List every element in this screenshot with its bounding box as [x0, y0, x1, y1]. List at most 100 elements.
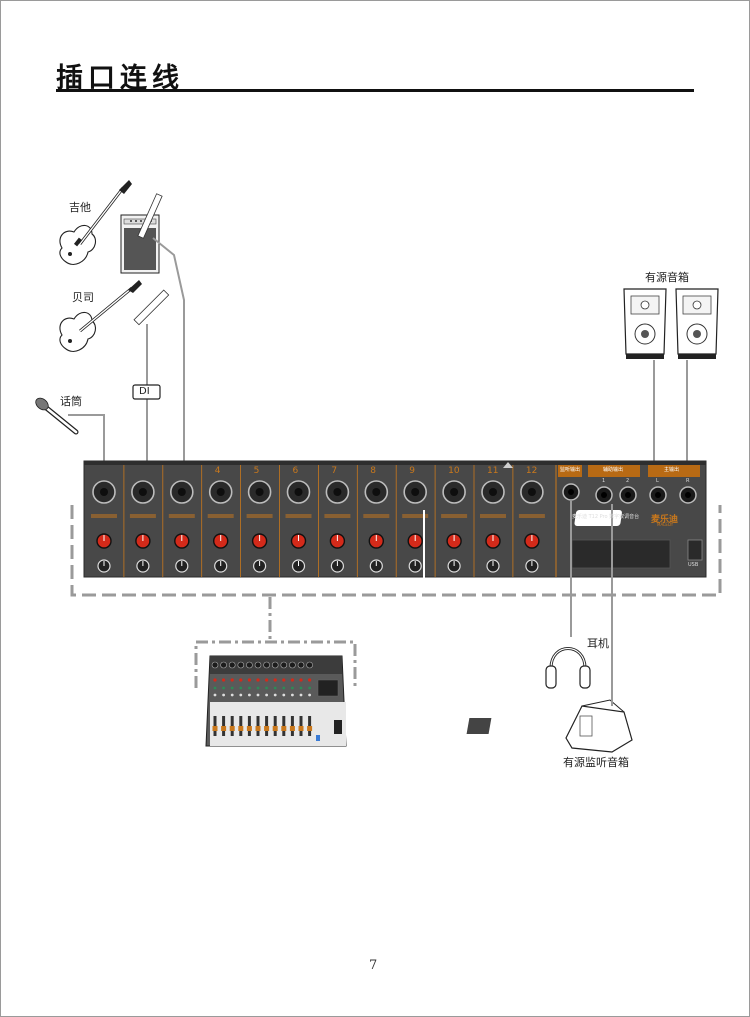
mini-knob	[230, 686, 234, 690]
mini-knob	[230, 693, 234, 697]
mini-knob	[291, 693, 294, 697]
mini-knob	[273, 678, 277, 682]
channel-caption	[168, 514, 195, 518]
mini-jack	[246, 661, 253, 669]
mini-knob	[299, 678, 303, 682]
aux-jack-1-label: 1	[602, 478, 606, 484]
page-title: 插口连线	[56, 63, 184, 94]
brand-badge: 麦乐迪	[651, 515, 679, 525]
mini-knob	[222, 686, 226, 690]
combo-jack-hole	[372, 488, 381, 496]
mini-knob	[256, 686, 260, 690]
mini-knob	[299, 693, 303, 697]
mini-fader-cap	[289, 726, 295, 731]
mini-jack	[211, 661, 219, 669]
mini-jack	[297, 661, 305, 669]
usb-label: USB	[688, 562, 699, 568]
channel-number: 7	[331, 466, 338, 476]
combo-jack-hole	[294, 488, 303, 496]
combo-jack-hole	[489, 488, 497, 496]
mini-jack	[289, 661, 296, 669]
mini-fader-cap	[212, 726, 218, 731]
headphones-illustration	[545, 647, 591, 689]
mini-knob	[247, 678, 251, 682]
mini-jack	[306, 661, 313, 669]
mini-fader-cap	[281, 726, 287, 731]
mini-fader-cap	[264, 726, 270, 731]
combo-jack-hole	[333, 488, 342, 496]
mixer-dashed-enclosure	[70, 505, 722, 597]
mini-jack	[254, 661, 262, 669]
mini-fader-cap	[298, 726, 304, 731]
main-out-label: 主输出	[664, 467, 680, 473]
mini-fader-cap	[255, 726, 261, 731]
mini-knob	[273, 693, 277, 697]
mini-fader-cap	[229, 726, 235, 731]
channel-caption	[441, 514, 468, 518]
mini-knob	[265, 678, 269, 682]
mini-knob	[222, 693, 226, 697]
guitar-amp-illustration	[120, 193, 163, 274]
channel-caption	[129, 514, 156, 518]
mini-jack	[237, 661, 245, 669]
mini-knob	[299, 686, 303, 690]
active-speaker-left	[623, 288, 667, 359]
mini-jack	[280, 661, 288, 669]
mini-knob	[265, 686, 268, 690]
channel-number: 12	[525, 466, 538, 476]
brand-sub: MALEDY	[657, 522, 674, 527]
combo-jack-hole	[527, 488, 536, 496]
combo-jack-hole	[450, 488, 459, 496]
model-text: 麦乐迪 T12 Pro 数字双调音台	[572, 514, 640, 520]
combo-jack-hole	[216, 488, 225, 496]
full-mixer-dashed-enclosure	[194, 640, 357, 688]
mini-button	[316, 735, 320, 741]
bass-label: 贝司	[72, 291, 94, 304]
di-label: DI	[139, 386, 150, 397]
combo-jack-hole	[411, 488, 420, 496]
mini-knob	[213, 686, 217, 690]
guitar-label: 吉他	[69, 201, 91, 214]
mini-knob	[239, 678, 243, 682]
channel-number: 8	[370, 466, 377, 476]
channel-caption	[246, 514, 273, 518]
active-monitor-label: 有源监听音箱	[563, 756, 629, 769]
mini-knob	[230, 678, 234, 682]
combo-jack-hole	[255, 488, 264, 496]
combo-jack-hole	[177, 488, 186, 496]
combo-jack-hole	[100, 488, 108, 496]
mini-knob	[308, 678, 312, 682]
mini-knob	[222, 678, 226, 682]
headphones-label: 耳机	[587, 637, 609, 650]
mini-jack	[263, 661, 270, 669]
di-box	[132, 384, 161, 400]
mini-fader-cap	[238, 726, 244, 731]
mini-knob	[239, 693, 243, 697]
channel-caption	[324, 514, 351, 518]
mini-knob	[273, 686, 277, 690]
monitor-out-label: 监听输出	[560, 467, 581, 473]
mini-knob	[248, 686, 251, 690]
mini-knob	[282, 686, 286, 690]
channel-number: 9	[409, 466, 415, 476]
mini-knob	[239, 686, 243, 690]
mini-knob	[291, 686, 294, 690]
mini-fader-cap	[307, 726, 313, 731]
channel-caption	[207, 514, 234, 518]
mini-knob	[308, 693, 311, 697]
mini-knob	[256, 678, 260, 682]
speaker-cables	[653, 360, 688, 480]
guitar-illustration	[59, 180, 132, 265]
active-speakers-label: 有源音箱	[645, 271, 689, 284]
mini-jack	[271, 661, 279, 669]
mini-knob	[265, 693, 268, 697]
mini-main-fader	[334, 720, 342, 734]
mini-knob	[213, 693, 217, 697]
main-jack-l-label: L	[656, 478, 659, 484]
channel-number: 10	[448, 466, 460, 476]
mini-fader-cap	[272, 726, 278, 731]
channel-caption	[91, 514, 117, 518]
channel-number: 6	[292, 466, 299, 476]
main-jack-r-label: R	[686, 478, 690, 484]
